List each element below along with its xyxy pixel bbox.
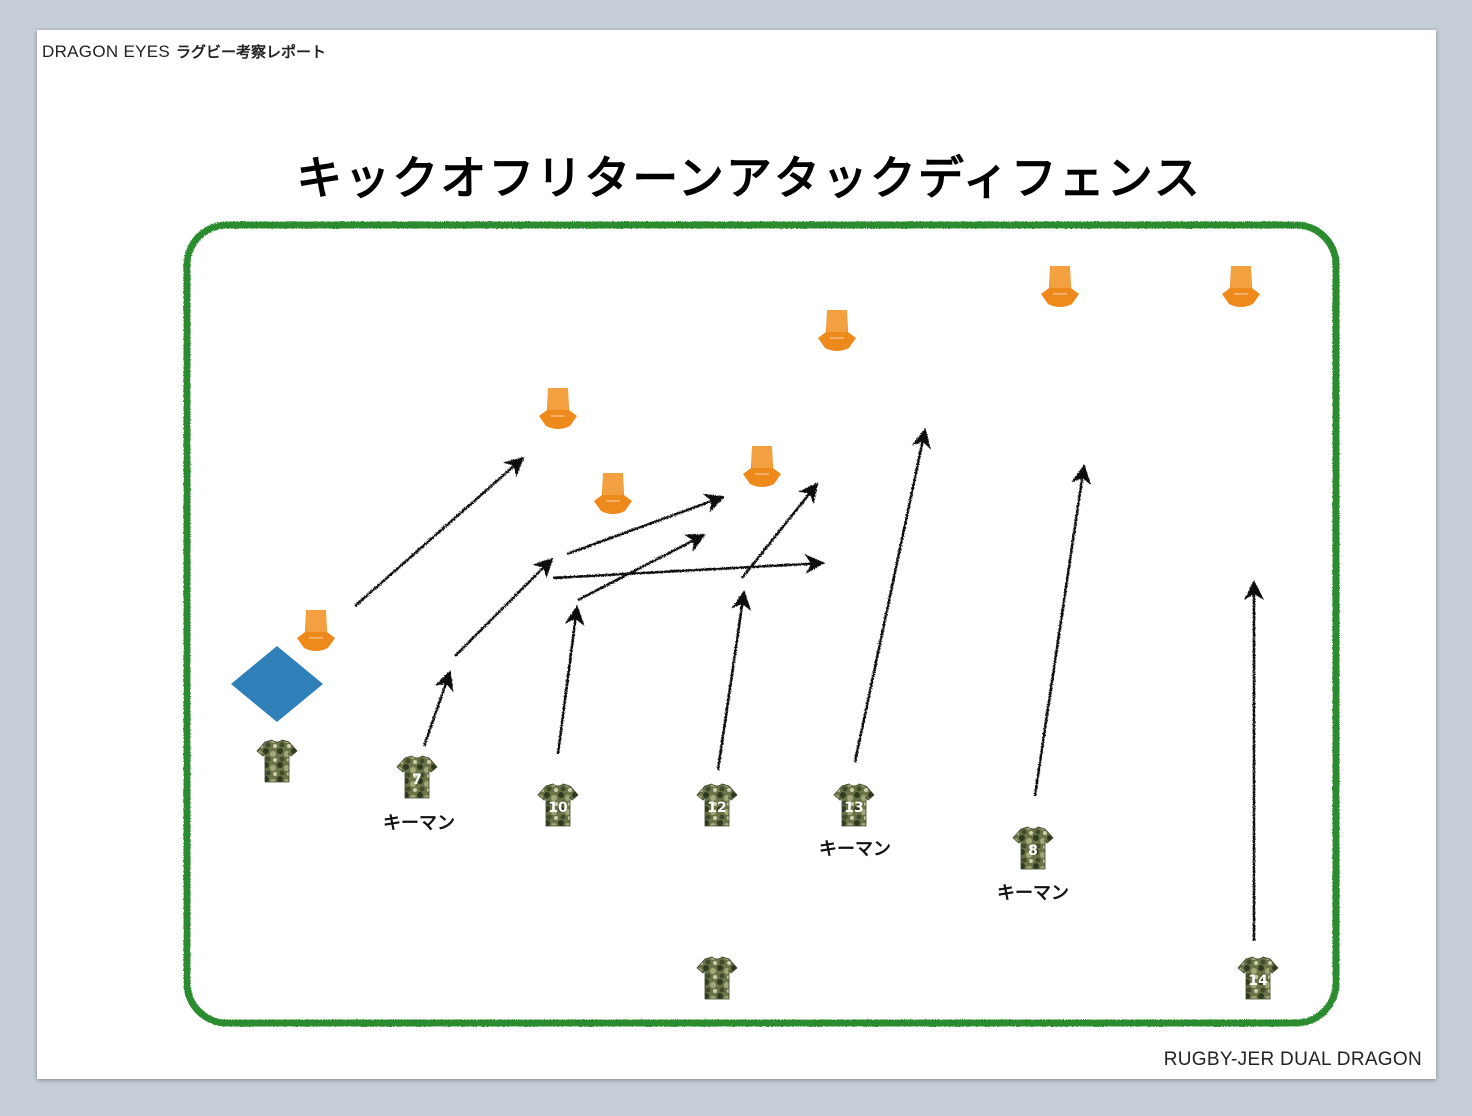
attacker-jersey: 10 [537,783,579,827]
attackers: 7 10 12 13 8 14 [256,739,1279,1000]
defender-jersey [742,445,782,488]
arrow-line [556,605,585,755]
jersey-number: 8 [1028,843,1038,859]
attacker-jersey [696,956,738,1000]
attacker-jersey: 7 [396,755,438,799]
arrow-line [354,456,525,607]
attacker-jersey [256,739,298,783]
footer-credit: RUGBY-JER DUAL DRAGON [1163,1049,1422,1070]
arrow-line [1033,464,1092,797]
attacker-jersey: 13 [833,783,875,827]
ball-marker [231,646,323,722]
attacker-jersey: 14 [1237,956,1279,1000]
header-brand: DRAGON EYES [42,42,170,61]
key-man-label: キーマン [383,813,455,834]
arrows [354,428,1264,941]
attacker-jersey: 8 [1012,826,1054,870]
defender-jersey [538,387,578,430]
field-boundary [183,221,1340,1027]
slide: DRAGON EYES ラグビー考察レポート キックオフリターンアタックディフェン… [37,30,1436,1079]
arrow-line [741,482,819,579]
attacker-jersey: 12 [696,783,738,827]
jersey-number: 10 [548,800,568,816]
defender-jersey [1040,265,1080,308]
defenders [296,265,1261,652]
defender-jersey [296,609,336,652]
arrow-line [454,557,554,657]
arrow-line [577,533,706,602]
defender-jersey [817,309,857,352]
defender-jersey [1221,265,1261,308]
header: DRAGON EYES ラグビー考察レポート [42,41,326,62]
page-title: キックオフリターンアタックディフェンス [296,151,1202,205]
arrow-line [716,590,752,771]
jersey-number: 14 [1248,973,1268,989]
arrow-line [566,493,725,556]
arrow-line [853,428,932,763]
jersey-number: 7 [412,772,422,788]
jersey-number: 13 [844,800,863,816]
header-subtitle: ラグビー考察レポート [176,43,327,61]
arrow-line [422,670,454,747]
key-man-label: キーマン [997,883,1069,904]
key-man-labels: キーマン キーマン キーマン [383,813,1069,904]
defender-jersey [593,472,633,515]
key-man-label: キーマン [819,839,891,860]
arrow-line [552,554,825,580]
jersey-number: 12 [707,800,726,816]
